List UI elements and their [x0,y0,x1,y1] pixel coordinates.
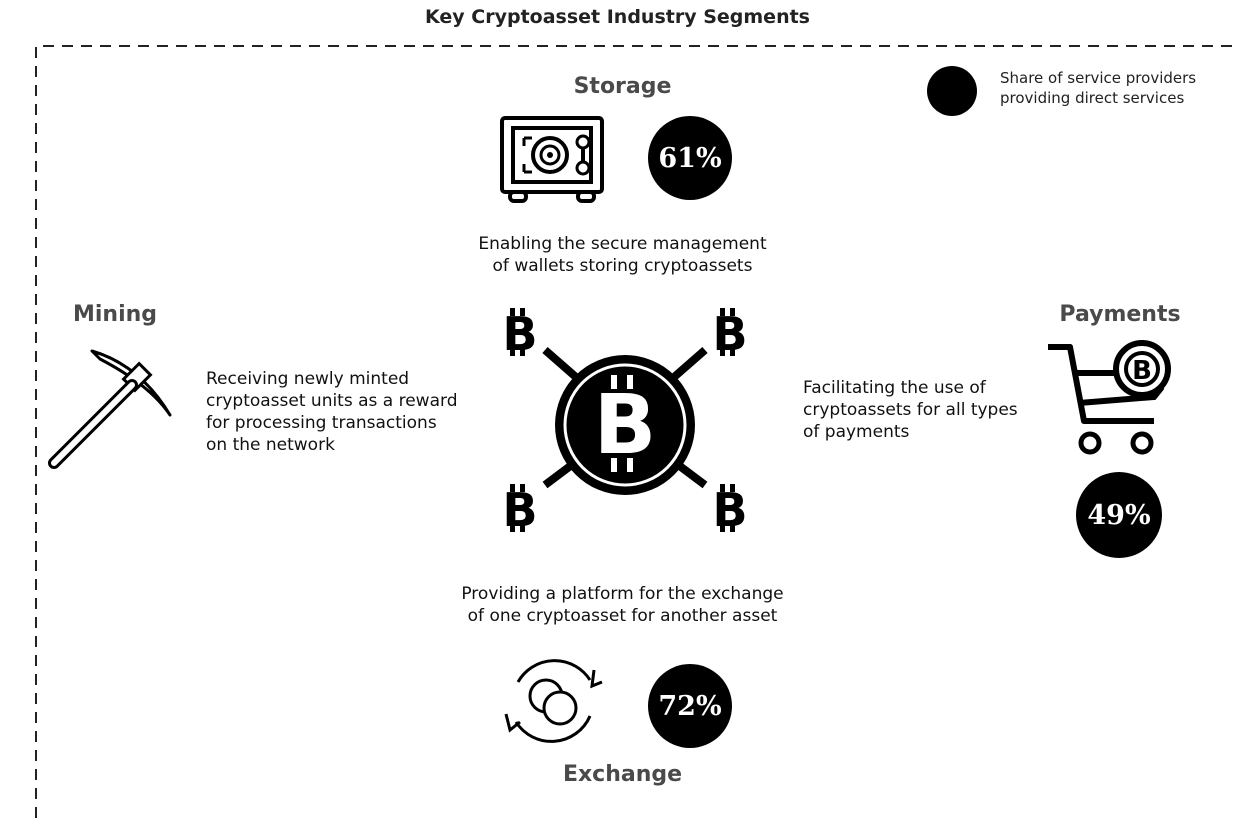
exchange-description: Providing a platform for the exchange of… [435,583,810,627]
mining-description-line: Receiving newly minted [206,369,410,389]
shopping-cart-icon: B [1048,340,1171,455]
mining-description-line: cryptoasset units as a reward [206,391,458,411]
payments-description: Facilitating the use of cryptoassets for… [803,377,1043,443]
svg-text:B: B [594,378,657,473]
payments-description-line: cryptoassets for all types [803,400,1018,420]
storage-description: Enabling the secure management of wallet… [445,233,800,277]
legend-marker [927,66,977,116]
legend-label: Share of service providers providing dir… [1000,69,1197,107]
safe-icon [500,116,604,203]
payments-description-line: of payments [803,422,910,442]
exchange-icon [504,659,603,743]
exchange-title: Exchange [562,762,683,787]
exchange-description-line: Providing a platform for the exchange [461,584,784,604]
payments-share-badge: 49% [1076,472,1162,558]
storage-description-line: Enabling the secure management [478,234,767,254]
exchange-description-line: of one cryptoasset for another asset [467,606,778,626]
payments-title: Payments [1059,302,1181,327]
mining-description-line: for processing transactions [206,413,437,433]
storage-share-badge: 61% [648,116,732,200]
payments-description-line: Facilitating the use of [803,378,986,398]
svg-text:B: B [1132,356,1152,386]
page-title: Key Cryptoasset Industry Segments [425,6,810,28]
mining-description: Receiving newly minted cryptoasset units… [206,368,486,456]
storage-description-line: of wallets storing cryptoassets [492,256,753,276]
storage-title: Storage [573,74,672,99]
mining-title: Mining [72,302,158,327]
mining-description-line: on the network [206,435,335,455]
pickaxe-icon [48,349,172,469]
bitcoin-network-icon: B B B B B [502,307,747,537]
exchange-share-badge: 72% [648,664,732,748]
